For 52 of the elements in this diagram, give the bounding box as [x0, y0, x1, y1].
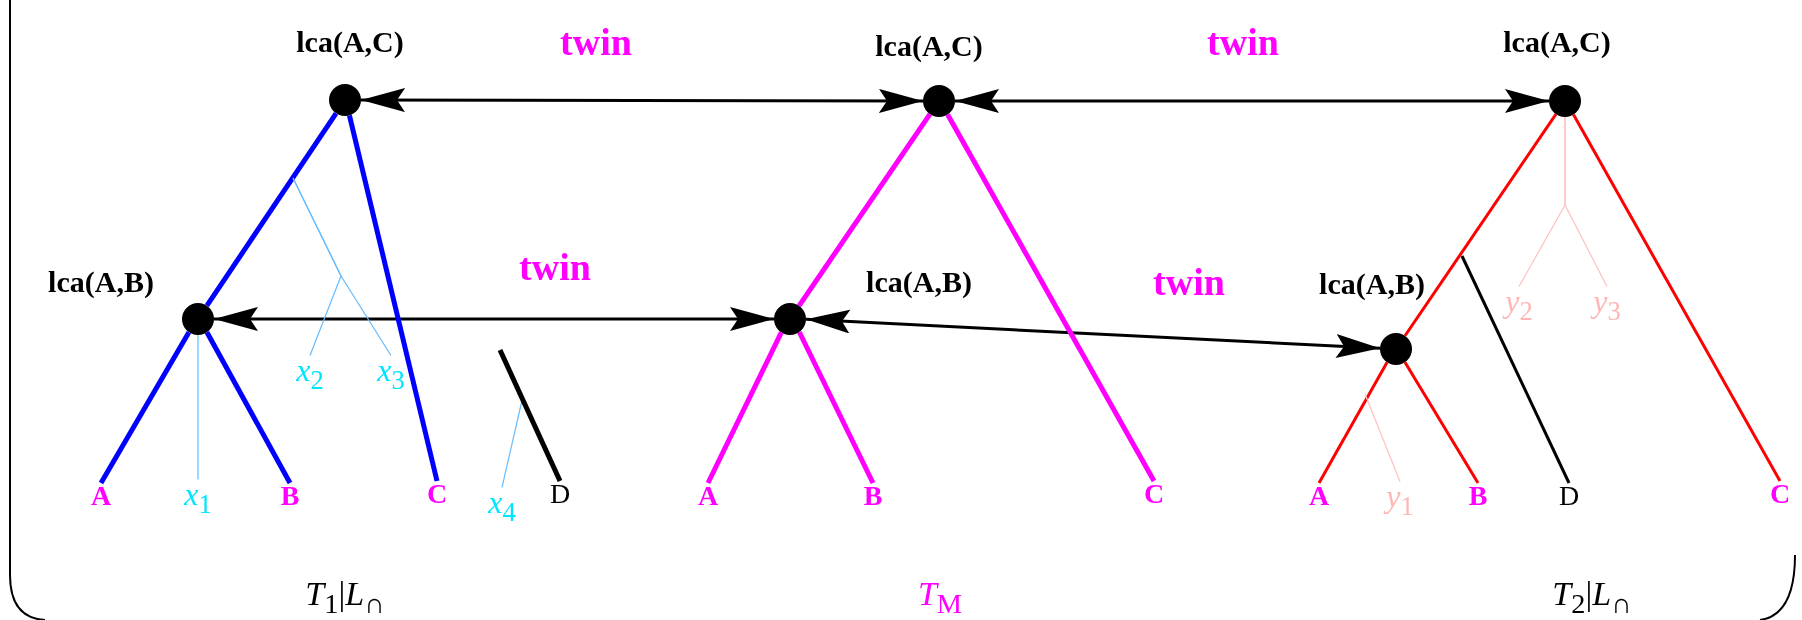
leaf-label: x$_{2}$ [296, 354, 324, 394]
leaf-label: x$_{3}$ [377, 354, 405, 394]
tree-branch [1403, 113, 1558, 337]
leaf-label: D [549, 480, 571, 508]
double-arrow [214, 307, 774, 331]
node-label: lca(A,C) [296, 27, 404, 57]
node-dot [1380, 333, 1412, 365]
tree-branch [797, 330, 876, 485]
double-arrow [805, 309, 1381, 358]
tree-branch [98, 330, 192, 485]
node-dot [182, 303, 214, 335]
tree-caption: T$_{1}$|L$_{∩}$ [305, 577, 385, 619]
tree-branch [292, 177, 392, 357]
tree-branch [1403, 361, 1480, 484]
leaf-label: A [1308, 482, 1330, 510]
tree-branch [204, 331, 293, 485]
node-dot [329, 84, 361, 116]
tree-branch [1460, 255, 1571, 484]
leaf-label: B [280, 482, 300, 510]
tree-branch [497, 348, 563, 483]
node-dot [774, 303, 806, 335]
leaf-label: D [1558, 482, 1580, 510]
tree-branch [945, 113, 1157, 483]
double-arrow [955, 89, 1549, 113]
node-label: lca(A,B) [866, 267, 972, 297]
tree-branch [796, 112, 932, 308]
leaf-label: A [697, 482, 719, 510]
leaf-label: C [1143, 480, 1165, 508]
tree-caption: T$_{2}$|L$_{∩}$ [1552, 577, 1632, 619]
tree-branch [197, 334, 199, 481]
tree-caption: T$_{M}$ [917, 577, 963, 619]
leaf-label: C [1769, 480, 1791, 508]
tree-branch [204, 111, 339, 308]
tree-branch [1364, 393, 1401, 483]
leaf-label: A [90, 482, 112, 510]
tree-branch [347, 114, 440, 482]
double-arrow [361, 88, 923, 113]
leaf-label: B [863, 482, 883, 510]
tree-branch [1572, 113, 1782, 482]
leaf-label: C [426, 480, 448, 508]
leaf-label: B [1468, 482, 1488, 510]
node-dot [923, 85, 955, 117]
node-label: lca(A,C) [1503, 27, 1611, 57]
leaf-label: x$_{4}$ [488, 486, 516, 526]
tree-branch [705, 331, 784, 485]
node-label: lca(A,C) [875, 31, 983, 61]
node-label: lca(A,B) [48, 267, 154, 297]
node-label: lca(A,B) [1319, 269, 1425, 299]
tree-branch [1564, 116, 1608, 288]
node-dot [1549, 85, 1581, 117]
leaf-label: x$_{1}$ [184, 478, 212, 518]
tree-branch [1317, 361, 1389, 484]
